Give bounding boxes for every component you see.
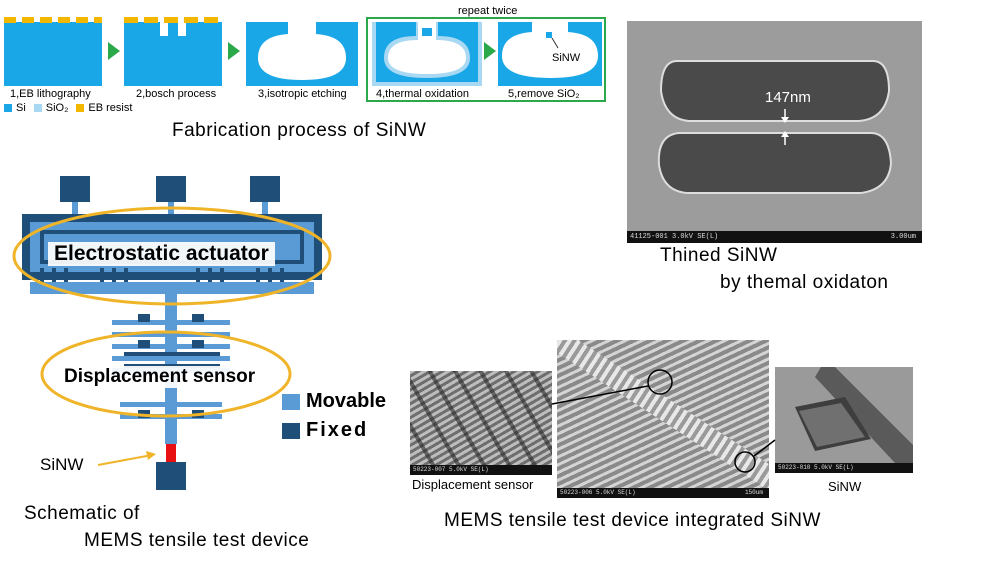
schematic-caption-line1: Schematic of <box>24 503 140 524</box>
sinw-sem-label: SiNW <box>828 479 862 494</box>
arrow-icon <box>108 42 120 60</box>
sinw-label: SiNW <box>552 52 581 64</box>
legend-si-label: Si <box>16 102 26 114</box>
sem-info-left: 50223-006 5.0kV SE(L) <box>560 489 636 496</box>
step3-label: 3,isotropic etching <box>258 88 347 100</box>
thinned-caption-line2: by themal oxidaton <box>720 272 889 293</box>
sem-info-bar: 41125-001 3.0kV SE(L) 3.00um <box>627 231 922 243</box>
device-overview-sem: 50223-006 5.0kV SE(L) 150um <box>557 340 769 498</box>
step4-substrate <box>372 22 482 86</box>
sem-info-left: 41125-001 3.0kV SE(L) <box>630 233 719 241</box>
step5-substrate <box>498 22 602 86</box>
sem-info-bar: 50223-010 5.0kV SE(L) <box>775 463 913 473</box>
sinw-closeup-sem: 50223-010 5.0kV SE(L) <box>775 367 913 473</box>
integrated-caption: MEMS tensile test device integrated SiNW <box>444 510 821 531</box>
resist-strip <box>4 17 102 23</box>
step4-label: 4,thermal oxidation <box>376 88 469 100</box>
thinned-sinw-sem: 147nm 41125-001 3.0kV SE(L) 3.00um <box>627 21 922 243</box>
sinw-schematic-label: SiNW <box>40 455 84 474</box>
fabrication-caption: Fabrication process of SiNW <box>172 120 427 141</box>
legend-si-swatch <box>4 104 12 112</box>
actuator-label: Electrostatic actuator <box>48 242 275 266</box>
step1-substrate <box>4 22 102 86</box>
step2-substrate <box>124 22 222 86</box>
arrow-icon <box>228 42 240 60</box>
repeat-frame <box>366 17 606 102</box>
step3-substrate <box>246 22 358 86</box>
legend-resist-swatch <box>76 104 85 112</box>
legend-fixed-swatch <box>282 423 300 439</box>
legend-sio2-swatch <box>33 104 42 112</box>
step2-label: 2,bosch process <box>136 88 217 100</box>
fab-legend: Si SiO₂ EB resist <box>4 102 132 114</box>
schematic-caption-line2: MEMS tensile test device <box>84 530 310 551</box>
thinned-caption-line1: Thined SiNW <box>660 245 778 266</box>
sem-info-bar: 50223-007 5.0kV SE(L) <box>410 465 552 475</box>
measure-label: 147nm <box>765 89 811 106</box>
resist-strip <box>124 17 222 23</box>
legend-fixed-label: Fixed <box>306 419 369 441</box>
sem-info-bar: 50223-006 5.0kV SE(L) 150um <box>557 488 769 498</box>
displacement-sensor-sem: 50223-007 5.0kV SE(L) <box>410 371 552 475</box>
legend-resist-label: EB resist <box>88 102 133 114</box>
arrow-icon <box>484 42 496 60</box>
legend-sio2-label: SiO₂ <box>45 102 69 114</box>
legend-movable-label: Movable <box>306 390 387 412</box>
repeat-note: repeat twice <box>458 5 518 17</box>
displacement-sensor-label: Displacement sensor <box>412 477 534 492</box>
legend-movable-swatch <box>282 394 300 410</box>
step5-label: 5,remove SiO₂ <box>508 88 580 100</box>
sem-crossbars <box>410 371 552 465</box>
step1-label: 1,EB lithography <box>10 88 91 100</box>
sem-scale: 3.00um <box>890 233 916 241</box>
sensor-label: Displacement sensor <box>58 366 262 388</box>
sem-scale: 150um <box>744 489 763 496</box>
